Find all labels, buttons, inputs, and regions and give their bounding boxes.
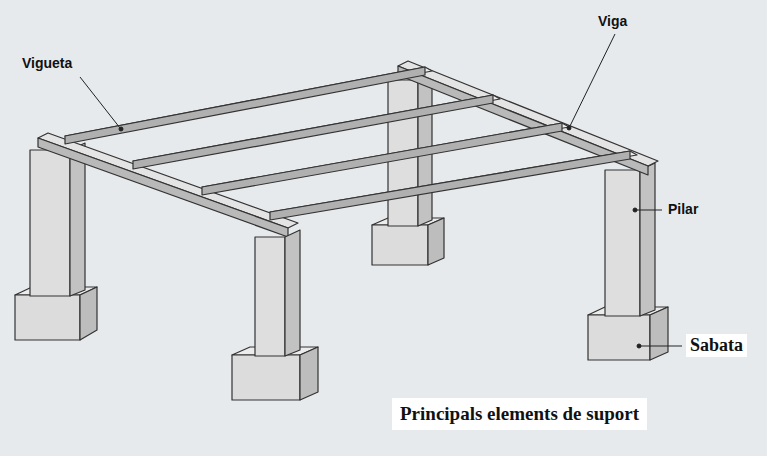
figure-caption: Principals elements de suport (392, 398, 647, 430)
part-label: Viga (598, 13, 627, 29)
leader-line (570, 34, 615, 126)
leader-line (636, 210, 662, 211)
leader-line (640, 346, 682, 347)
part-label: Vigueta (22, 55, 72, 71)
part-label: Sabata (686, 334, 747, 357)
leader-line (80, 77, 120, 128)
part-label: Pilar (668, 201, 698, 217)
